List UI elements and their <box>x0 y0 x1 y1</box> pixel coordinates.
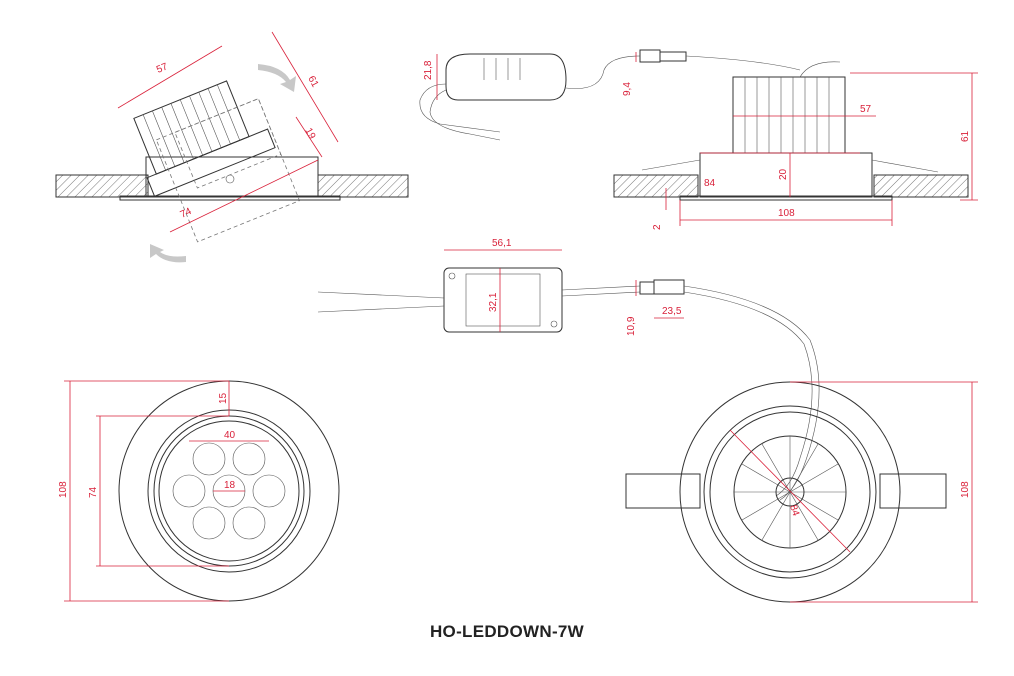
input-cable <box>317 291 445 299</box>
dim-9-4: 9,4 <box>622 82 633 96</box>
rotate-arrow-icon <box>258 64 296 92</box>
ceiling-section-left <box>55 174 149 198</box>
flange <box>679 195 893 201</box>
dim-57: 57 <box>155 61 170 76</box>
led-array <box>172 442 286 540</box>
dim-23-5: 23,5 <box>662 306 682 317</box>
flange <box>119 195 341 201</box>
back-view: 84 108 <box>625 381 978 603</box>
dim-61: 61 <box>305 74 320 89</box>
dim-74: 74 <box>88 486 99 498</box>
dim-line-74 <box>169 159 319 233</box>
spring-clip-left <box>641 159 701 171</box>
rotate-arrow-icon <box>150 244 186 263</box>
tilt-side-view: 57 61 19 74 <box>55 31 409 263</box>
dim-108: 108 <box>778 208 795 219</box>
dim-108: 108 <box>58 481 69 498</box>
spring-clip-left <box>625 473 701 509</box>
spring-clip-right <box>879 473 947 509</box>
ceiling-section-right <box>873 174 969 198</box>
spring-clip-right <box>871 159 939 173</box>
dim-line-84 <box>729 429 851 553</box>
driver-side-view: 21,8 9,4 <box>419 49 801 141</box>
tilted-ghost <box>155 98 301 243</box>
dim-line-61 <box>271 31 339 143</box>
front-view: 108 74 15 40 18 <box>58 380 340 602</box>
dim-40: 40 <box>224 430 236 441</box>
dim-61: 61 <box>960 130 971 142</box>
heatsink <box>732 76 846 154</box>
output-cable <box>561 285 641 291</box>
housing <box>145 156 319 198</box>
pivot-screw <box>225 174 235 184</box>
output-cable <box>565 55 641 89</box>
dim-line-57 <box>117 45 223 109</box>
connector <box>639 281 655 295</box>
dim-108: 108 <box>960 481 971 498</box>
ceiling-section-right <box>317 174 409 198</box>
model-title: HO-LEDDOWN-7W <box>429 622 585 641</box>
dim-57: 57 <box>860 104 872 115</box>
housing-ring <box>709 411 871 573</box>
dim-2: 2 <box>652 224 663 230</box>
driver-box <box>443 267 563 333</box>
dim-32-1: 32,1 <box>488 292 499 312</box>
dim-19: 19 <box>302 126 317 141</box>
tilted-heatsink <box>133 80 276 197</box>
dim-74: 74 <box>179 206 194 221</box>
driver-box <box>445 53 567 101</box>
driver-top-view: 56,1 32,1 10,9 23,5 <box>317 238 820 501</box>
heatsink-fins <box>734 436 846 548</box>
dim-15: 15 <box>218 392 229 404</box>
connector-plug <box>659 51 687 62</box>
dim-line-19 <box>295 116 323 158</box>
dim-20: 20 <box>778 168 789 180</box>
connector <box>639 49 661 63</box>
dim-56-1: 56,1 <box>492 238 512 249</box>
dim-84: 84 <box>787 504 801 518</box>
dim-18: 18 <box>224 480 236 491</box>
input-cable <box>419 83 501 133</box>
connector-plug <box>653 279 685 295</box>
dim-10-9: 10,9 <box>626 316 637 336</box>
dim-21-8: 21,8 <box>423 60 434 80</box>
product-side-view: 57 61 84 20 2 108 <box>613 61 978 230</box>
dim-84: 84 <box>704 178 716 189</box>
ceiling-section-left <box>613 174 699 198</box>
cable-to-fixture <box>683 285 820 501</box>
